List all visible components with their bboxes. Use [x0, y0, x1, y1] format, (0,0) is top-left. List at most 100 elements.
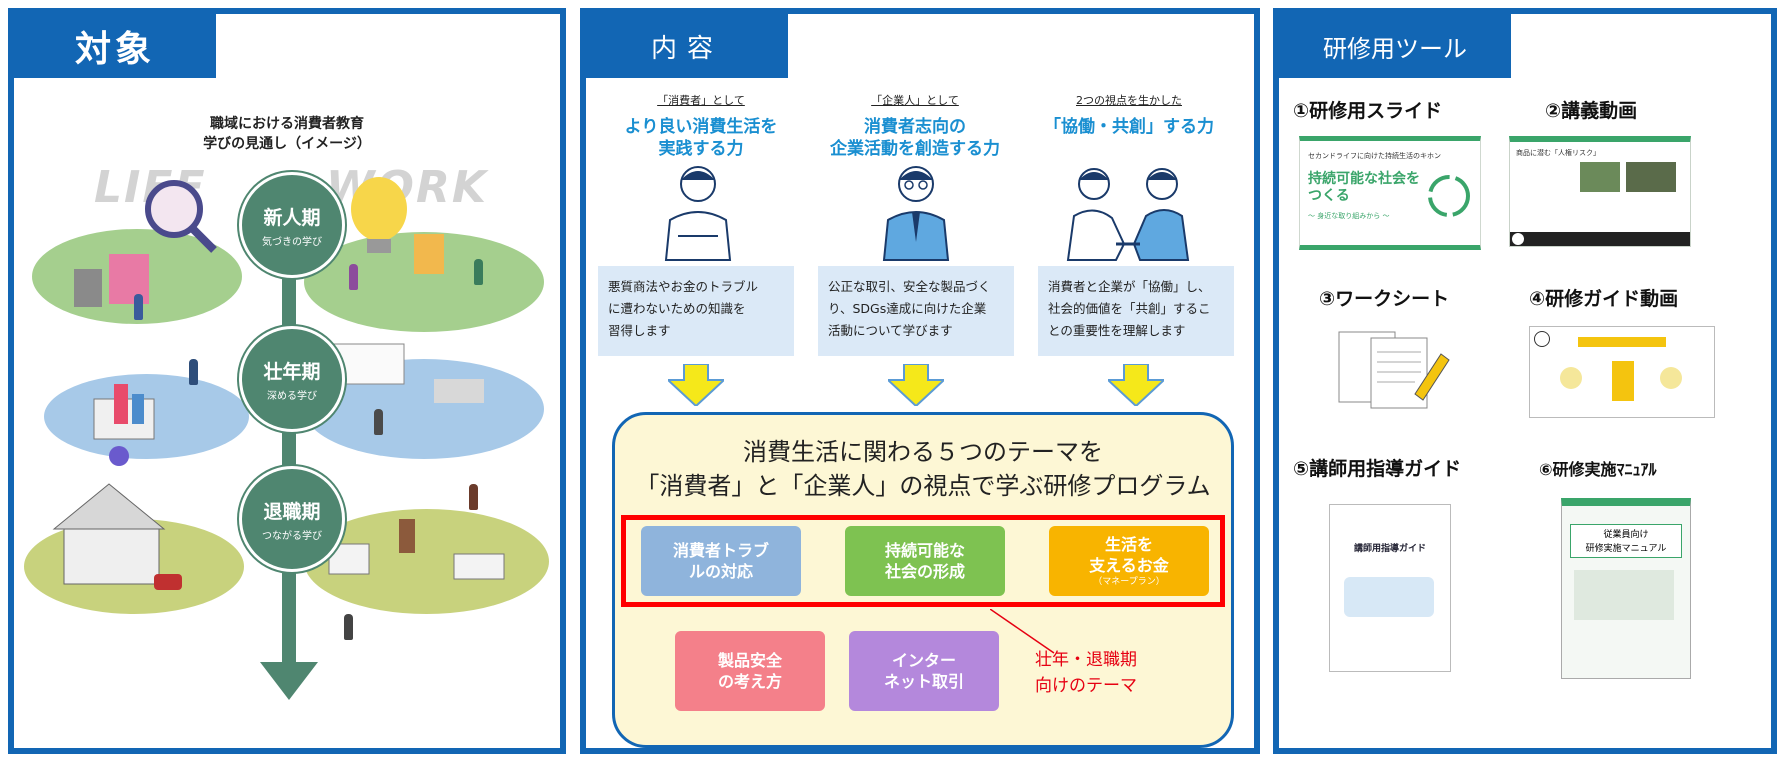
- video-controls: [1510, 232, 1690, 246]
- desc-line: 消費者と企業が「協働」し、: [1048, 279, 1211, 294]
- person-figure: [474, 259, 483, 285]
- stage-sub: 深める学び: [267, 390, 317, 402]
- business-person-illustration: [882, 166, 950, 261]
- column-business: 「企業人」として 消費者志向の 企業活動を創造する力: [808, 92, 1022, 160]
- cocreation-description: 消費者と企業が「協働」し、 社会的価値を「共創」するこ との重要性を理解します: [1038, 266, 1234, 356]
- program-title-line1: 消費生活に関わる５つのテーマを: [743, 438, 1103, 466]
- stage-retirement: 退職期 つながる学び: [239, 466, 345, 572]
- theme-line: 支えるお金: [1089, 556, 1169, 575]
- business-description: 公正な取引、安全な製品づく り、SDGs達成に向けた企業 活動について学びます: [818, 266, 1014, 356]
- program-title: 消費生活に関わる５つのテーマを 「消費者」と「企業人」の視点で学ぶ研修プログラム: [615, 435, 1231, 503]
- video-banner: [1578, 337, 1666, 347]
- column-label: 「企業人」として: [871, 94, 959, 107]
- panel-target-title: 対象: [14, 14, 216, 78]
- stage-name: 壮年期: [263, 360, 321, 383]
- lecture-video-thumbnail: 商品に潜む「人権リスク」: [1509, 136, 1691, 247]
- stage-name: 退職期: [263, 500, 321, 523]
- panel-content: 内容 「消費者」として より良い消費生活を 実践する力 「企業人」として 消費者…: [580, 8, 1260, 754]
- theme-line: ルの対応: [688, 562, 753, 581]
- stage-midcareer: 壮年期 深める学び: [239, 326, 345, 432]
- timeline-heading-line1: 職域における消費者教育: [210, 116, 364, 132]
- play-icon[interactable]: [1512, 233, 1524, 245]
- timeline-axis: [282, 214, 296, 669]
- panel-content-title: 内容: [586, 14, 788, 78]
- stage-sub: つながる学び: [262, 530, 322, 542]
- program-box: 消費生活に関わる５つのテーマを 「消費者」と「企業人」の視点で学ぶ研修プログラム…: [612, 412, 1234, 748]
- theme-small-note: （マネープラン）: [1093, 577, 1165, 587]
- tool-teacher-guide-label: ⑤講師用指導ガイド: [1293, 458, 1462, 480]
- manual-title-line1: 従業員向け: [1603, 530, 1649, 540]
- person-figure: [374, 409, 383, 435]
- teacher-guide-illustration: [1344, 577, 1434, 617]
- column-heading-line: 実践する力: [658, 139, 744, 159]
- timeline-arrowhead: [260, 662, 318, 700]
- slide-top-text: セカンドライフに向けた持続生活のキホン: [1308, 152, 1441, 160]
- timeline-heading: 職域における消費者教育 学びの見通し（イメージ）: [14, 114, 560, 154]
- tool-worksheet-label: ③ワークシート: [1319, 288, 1450, 310]
- guide-video-thumbnail: [1529, 326, 1715, 418]
- consumer-description: 悪質商法やお金のトラブル に遭わないための知識を 習得します: [598, 266, 794, 356]
- callout-line: [990, 609, 1055, 654]
- tool-slides-label: ①研修用スライド: [1293, 100, 1443, 122]
- desc-line: に遭わないための知識を: [608, 301, 746, 316]
- column-label: 2つの視点を生かした: [1076, 94, 1182, 107]
- teacher-guide-thumbnail: 講師用指導ガイド: [1329, 504, 1451, 672]
- manual-illustration: [1574, 570, 1674, 620]
- manual-title: 従業員向け 研修実施マニュアル: [1570, 524, 1682, 558]
- column-heading-line: より良い消費生活を: [624, 117, 778, 137]
- theme-line: 持続可能な: [884, 541, 965, 560]
- panel-tools: 研修用ツール ①研修用スライド ②講義動画 ③ワークシート ④研修ガイド動画 ⑤…: [1273, 8, 1777, 754]
- person-figure: [349, 264, 358, 290]
- person-figure: [344, 614, 353, 640]
- recycle-icon: [1428, 175, 1470, 217]
- column-heading-line: 「協働・共創」する力: [1044, 117, 1214, 137]
- manual-title-line2: 研修実施マニュアル: [1585, 544, 1667, 554]
- program-title-line2: 「消費者」と「企業人」の視点で学ぶ研修プログラム: [635, 472, 1211, 500]
- panel-target: 対象 職域における消費者教育 学びの見通し（イメージ） LIFE WORK: [8, 8, 566, 754]
- theme-internet-trading: インター ネット取引: [849, 631, 999, 711]
- theme-line: 消費者トラブ: [672, 541, 769, 560]
- down-arrow-icon: [668, 364, 724, 406]
- column-heading-line: 企業活動を創造する力: [830, 139, 1000, 159]
- theme-line: ネット取引: [883, 672, 964, 691]
- highlight-label-line2: 向けのテーマ: [1035, 676, 1137, 696]
- column-heading-line: 消費者志向の: [864, 117, 966, 137]
- highlight-label-line1: 壮年・退職期: [1035, 650, 1137, 670]
- stage-newcomer: 新人期 気づきの学び: [239, 172, 345, 278]
- worksheet-icon: [1338, 331, 1450, 409]
- tool-manual-label: ⑥研修実施ﾏﾆｭｱﾙ: [1539, 460, 1657, 479]
- person-figure: [189, 359, 198, 385]
- stage-sub: 気づきの学び: [262, 236, 322, 248]
- person-figure: [134, 294, 143, 320]
- theme-money-plan: 生活を 支えるお金 （マネープラン）: [1049, 526, 1209, 596]
- column-cocreation: 2つの視点を生かした 「協働・共創」する力: [1022, 92, 1236, 138]
- handshake-illustration: [1066, 168, 1190, 261]
- theme-consumer-trouble: 消費者トラブ ルの対応: [641, 526, 801, 596]
- video-photo: [1580, 162, 1620, 192]
- slide-title-line1: 持続可能な社会を: [1308, 171, 1420, 187]
- slide-title: 持続可能な社会を つくる: [1308, 171, 1420, 205]
- play-icon[interactable]: [1534, 331, 1550, 347]
- panel-tools-title: 研修用ツール: [1279, 14, 1511, 78]
- tool-guide-video-label: ④研修ガイド動画: [1529, 288, 1679, 310]
- illustration-person: [1612, 361, 1634, 401]
- column-heading: 消費者志向の 企業活動を創造する力: [808, 116, 1022, 160]
- column-heading: 「協働・共創」する力: [1022, 116, 1236, 138]
- timeline-heading-line2: 学びの見通し（イメージ）: [203, 136, 371, 152]
- desc-line: 社会的価値を「共創」するこ: [1048, 301, 1211, 316]
- stage-name: 新人期: [263, 206, 321, 229]
- consumer-person-illustration: [664, 166, 732, 261]
- desc-line: り、SDGs達成に向けた企業: [828, 301, 987, 316]
- column-heading: より良い消費生活を 実践する力: [594, 116, 808, 160]
- teacher-guide-title: 講師用指導ガイド: [1353, 544, 1426, 554]
- desc-line: 活動について学びます: [828, 323, 953, 338]
- slide-subtitle: 〜 身近な取り組みから 〜: [1308, 212, 1390, 220]
- column-consumer: 「消費者」として より良い消費生活を 実践する力: [594, 92, 808, 160]
- column-label: 「消費者」として: [657, 94, 745, 107]
- illustration-circle: [1560, 367, 1582, 389]
- desc-line: 公正な取引、安全な製品づく: [828, 279, 991, 294]
- theme-line: 生活を: [1104, 535, 1153, 554]
- manual-thumbnail: 従業員向け 研修実施マニュアル: [1561, 498, 1691, 679]
- video-photo: [1626, 162, 1676, 192]
- theme-product-safety: 製品安全 の考え方: [675, 631, 825, 711]
